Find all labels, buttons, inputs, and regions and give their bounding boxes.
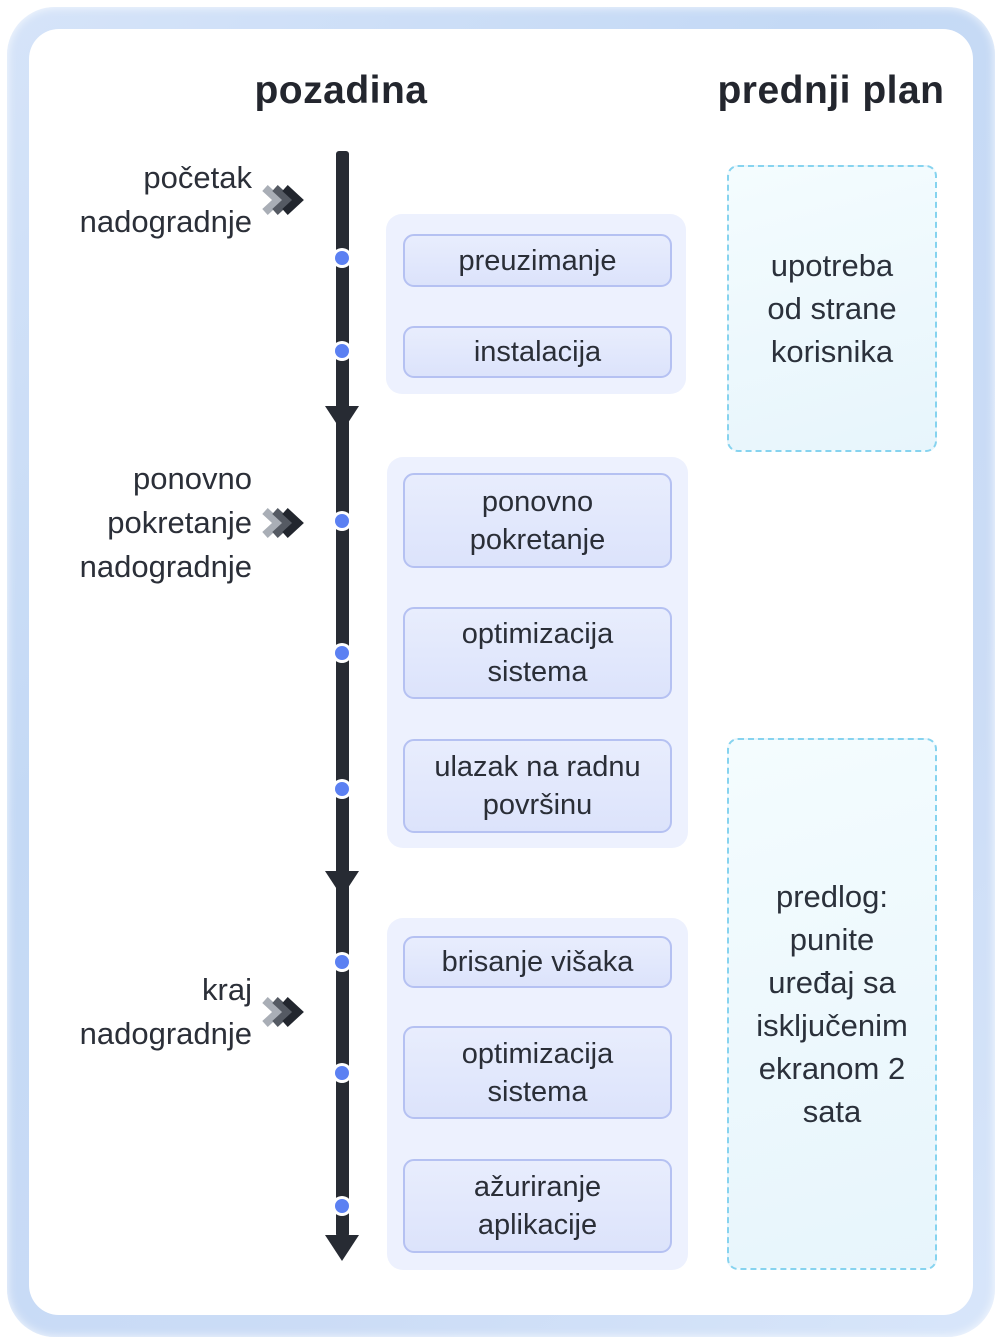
step-box: optimizacija sistema <box>403 1026 672 1119</box>
down-arrowhead-icon <box>325 1235 359 1261</box>
triple-chevron-right-icon <box>262 185 304 215</box>
timeline-dot <box>335 251 349 265</box>
timeline-dot <box>335 955 349 969</box>
column-header-foreground: prednji plan <box>717 69 945 112</box>
milestone-label-upgrade-end: kraj nadogradnje <box>79 972 252 1051</box>
timeline-dot <box>335 344 349 358</box>
timeline-dot <box>335 1199 349 1213</box>
milestone-label-upgrade-start: početak nadogradnje <box>79 160 252 239</box>
step-box: ulazak na radnu površinu <box>403 739 672 833</box>
timeline-dot <box>335 514 349 528</box>
timeline-dot <box>335 1066 349 1080</box>
triple-chevron-right-icon <box>262 508 304 538</box>
column-header-background: pozadina <box>254 69 428 112</box>
milestone-label-upgrade-restart: ponovno pokretanje nadogradnje <box>79 461 252 584</box>
timeline-dot <box>335 782 349 796</box>
step-box: ponovno pokretanje <box>403 473 672 568</box>
step-box: preuzimanje <box>403 234 672 287</box>
down-arrowhead-icon <box>325 406 359 432</box>
step-box: ažuriranje aplikacije <box>403 1159 672 1253</box>
step-box: brisanje višaka <box>403 936 672 988</box>
step-box: instalacija <box>403 326 672 378</box>
foreground-note-user-usage: upotreba od strane korisnika <box>727 165 937 452</box>
down-arrowhead-icon <box>325 871 359 897</box>
triple-chevron-right-icon <box>262 997 304 1027</box>
foreground-note-charging-suggestion: predlog: punite uređaj sa isključenim ek… <box>727 738 937 1270</box>
timeline-dot <box>335 646 349 660</box>
step-box: optimizacija sistema <box>403 607 672 699</box>
